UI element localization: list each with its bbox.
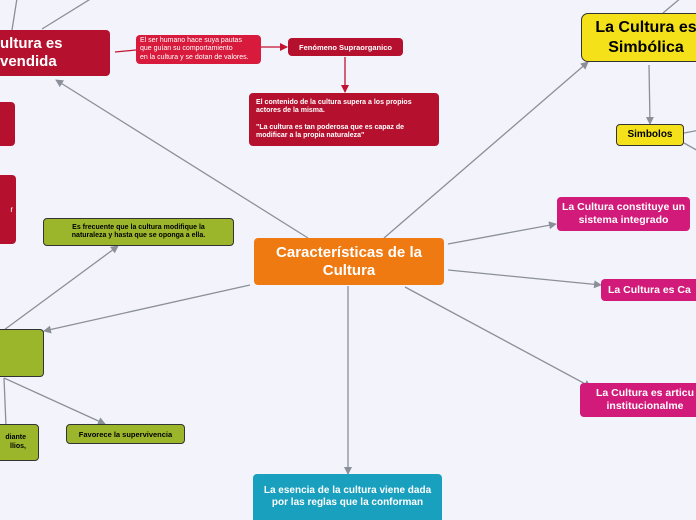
link-green-diante: [3, 377, 7, 427]
node-esencia[interactable]: La esencia de la cultura viene dada por …: [253, 474, 442, 520]
link-simbolica-up: [662, 0, 680, 14]
node-esencia-label: La esencia de la cultura viene dada por …: [263, 485, 432, 508]
node-supervivencia-label: Favorece la supervivencia: [78, 429, 173, 439]
link-aprendida-pautas: [114, 49, 137, 53]
link-simbolos-right2: [683, 142, 696, 151]
link-center-articulada: [404, 286, 592, 388]
node-modifique-label: Es frecuente que la cultura modifique la…: [71, 223, 206, 239]
node-cultura-articulada-label: La Cultura es articu institucionalme: [595, 387, 695, 412]
node-cultura-simbolica-label: La Cultura es Simbólica: [595, 19, 696, 56]
link-aprendida-up: [41, 0, 91, 30]
link-center-green: [43, 284, 251, 334]
node-sistema-integrado[interactable]: La Cultura constituye un sistema integra…: [557, 197, 690, 231]
node-cultura-aprendida[interactable]: ultura es vendida: [0, 30, 110, 76]
node-simbolos-label: Simbolos: [627, 129, 673, 140]
center-node-label: Características de la Cultura: [276, 243, 422, 279]
node-cultura-ca[interactable]: La Cultura es Ca: [601, 279, 696, 301]
node-simbolos[interactable]: Simbolos: [616, 124, 684, 146]
node-supraorganico[interactable]: Fenómeno Supraorganico: [288, 38, 403, 56]
link-center-aprendida: [55, 79, 309, 239]
node-sistema-integrado-label: La Cultura constituye un sistema integra…: [561, 201, 686, 226]
node-contenido[interactable]: El contenido de la cultura supera a los …: [249, 93, 439, 146]
node-cultura-aprendida-label: ultura es vendida: [0, 35, 63, 70]
node-modifique[interactable]: Es frecuente que la cultura modifique la…: [43, 218, 234, 246]
node-pautas-label: El ser humano hace suya pautas que guían…: [140, 36, 249, 61]
node-supervivencia[interactable]: Favorece la supervivencia: [66, 424, 185, 444]
node-green-main[interactable]: [0, 329, 44, 377]
node-pautas[interactable]: El ser humano hace suya pautas que guían…: [136, 35, 261, 64]
link-green-modifique: [3, 245, 119, 331]
node-diante-label: diante llios,: [5, 434, 26, 450]
node-diante[interactable]: diante llios,: [0, 424, 39, 461]
link-center-caes: [447, 269, 602, 289]
link-center-integrado: [447, 221, 557, 245]
node-contenido-label: El contenido de la cultura supera a los …: [256, 98, 412, 140]
node-left-red-1[interactable]: [0, 102, 15, 146]
node-cultura-simbolica[interactable]: La Cultura es Simbólica: [581, 13, 696, 62]
node-cultura-articulada[interactable]: La Cultura es articu institucionalme: [580, 383, 696, 417]
node-supraorganico-label: Fenómeno Supraorganico: [299, 42, 392, 52]
link-aprendida-up2: [11, 0, 18, 31]
center-node[interactable]: Características de la Cultura: [254, 238, 444, 285]
link-simbolos-right1: [683, 130, 696, 134]
node-left-red-2[interactable]: r: [0, 175, 16, 244]
link-green-supervivencia: [3, 377, 106, 425]
node-left-red-2-label: r: [10, 204, 13, 214]
link-center-simbolica: [383, 61, 589, 239]
link-simbolica-simbolos: [645, 64, 654, 125]
node-cultura-ca-label: La Cultura es Ca: [608, 283, 691, 296]
